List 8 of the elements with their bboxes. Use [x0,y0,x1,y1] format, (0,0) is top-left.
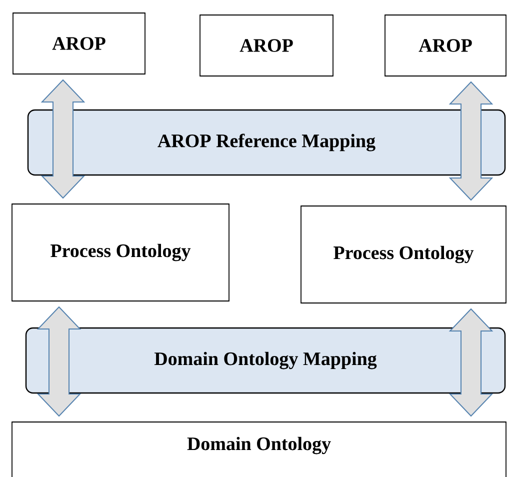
arop-box: AROP [200,14,334,76]
arop-box: AROP [12,12,146,74]
arop-box: Domain Ontology [12,422,506,477]
arop-box: AROP [384,14,506,76]
ontology-box: Process Ontology [300,206,506,304]
mapping-band: AROP Reference Mapping [27,109,506,176]
ontology-box: Process Ontology [12,204,230,302]
mapping-band: Domain Ontology Mapping [25,327,506,394]
